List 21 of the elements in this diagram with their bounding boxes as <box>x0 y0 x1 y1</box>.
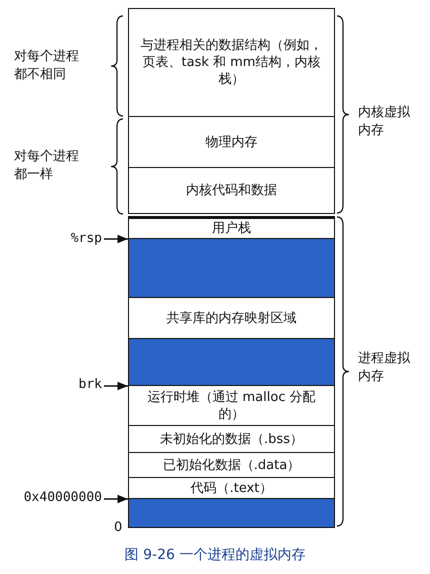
arrow <box>104 382 128 390</box>
memory-segment: 运行时堆（通过 malloc 分配的） <box>128 385 335 426</box>
pointer-label: 0x40000000 <box>2 489 102 507</box>
memory-segment: 已初始化数据（.data） <box>128 452 335 478</box>
memory-segment: 未初始化的数据（.bss） <box>128 425 335 453</box>
unused-region <box>128 238 335 298</box>
arrow <box>104 494 128 504</box>
unused-region <box>128 498 335 528</box>
caption: 图 9-26 一个进程的虚拟内存 <box>124 546 306 564</box>
brace-label: 对每个进程都一样 <box>14 148 80 184</box>
memory-segment: 物理内存 <box>128 116 335 168</box>
pointer-label: brk <box>40 376 102 394</box>
pointer-label: %rsp <box>40 230 102 248</box>
brace-label: 进程虚拟内存 <box>358 350 411 386</box>
address-label: 0 <box>114 519 124 537</box>
brace-label: 内核虚拟内存 <box>358 104 411 140</box>
arrow <box>104 234 128 244</box>
memory-segment: 与进程相关的数据结构（例如，页表、task 和 mm结构，内核栈） <box>128 8 335 117</box>
memory-segment: 内核代码和数据 <box>128 167 335 214</box>
brace-label: 对每个进程都不相同 <box>14 48 80 84</box>
unused-region <box>128 338 335 386</box>
